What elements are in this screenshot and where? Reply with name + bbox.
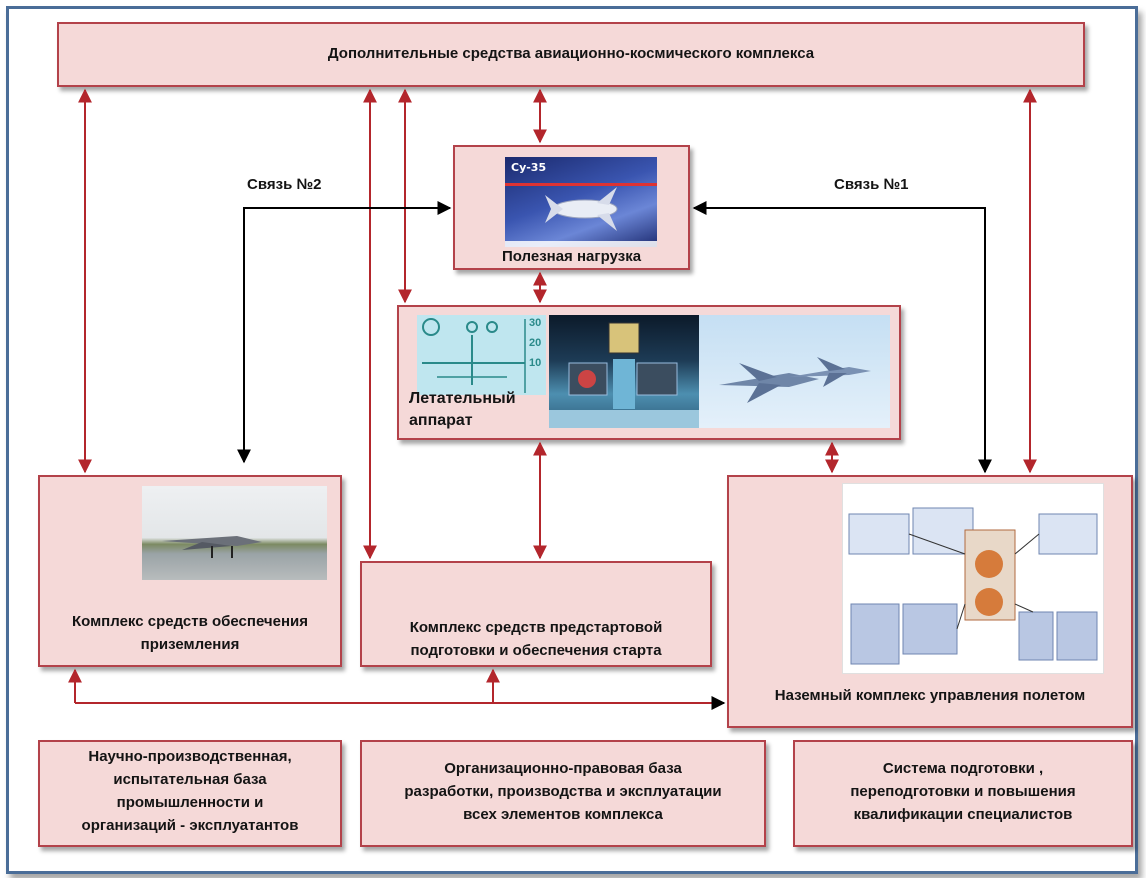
ground-control-scheme-image	[842, 483, 1104, 674]
cockpit-image	[549, 315, 699, 428]
box-training-system-label-2: переподготовки и повышения	[850, 783, 1076, 800]
scheme-diagram-icon	[848, 507, 1098, 665]
hud-scale-20: 20	[529, 337, 542, 349]
box-training-system-label-3: квалификации специалистов	[853, 806, 1073, 823]
landing-aircraft-image	[142, 486, 327, 580]
hud-scale-10: 10	[529, 357, 542, 369]
box-research-base-label-4: организаций - эксплуатантов	[81, 817, 299, 834]
link-1-caption: Связь №1	[834, 176, 909, 193]
box-research-base-label-3: промышленности и	[116, 794, 264, 811]
landing-jet-icon	[162, 536, 262, 558]
box-research-base-label-1: Научно-производственная,	[88, 748, 292, 765]
box-landing-label-1: Комплекс средств обеспечения	[71, 613, 309, 630]
cockpit-icon	[549, 322, 699, 428]
box-legal-base-label-1: Организационно-правовая база	[444, 760, 682, 777]
box-research-base-label-2: испытательная база	[113, 771, 267, 788]
box-additional-means	[57, 22, 1085, 87]
link-1-arrow	[692, 201, 992, 474]
spaceplane-icon	[505, 183, 657, 247]
hud-scale-30: 30	[529, 317, 542, 329]
box-legal-base-label-3: всех элементов комплекса	[463, 806, 663, 823]
box-prelaunch-label-2: подготовки и обеспечения старта	[410, 642, 662, 659]
box-additional-means-label: Дополнительные средства авиационно-косми…	[327, 45, 815, 62]
payload-image: Су-35	[505, 157, 657, 247]
box-research-base	[38, 740, 342, 847]
box-training-system-label-1: Система подготовки ,	[882, 760, 1044, 777]
link-2-arrow	[237, 201, 452, 464]
box-legal-base-label-2: разработки, производства и эксплуатации	[404, 783, 722, 800]
box-training-system	[793, 740, 1133, 847]
payload-image-title: Су-35	[511, 161, 547, 174]
box-landing-label-2: приземления	[140, 636, 240, 653]
link-2-caption: Связь №2	[247, 176, 322, 193]
box-prelaunch	[360, 561, 712, 667]
box-legal-base	[360, 740, 766, 847]
box-payload-label: Полезная нагрузка	[501, 248, 642, 265]
box-prelaunch-label-1: Комплекс средств предстартовой	[409, 619, 663, 636]
box-ground-control-label: Наземный комплекс управления полетом	[774, 687, 1086, 704]
